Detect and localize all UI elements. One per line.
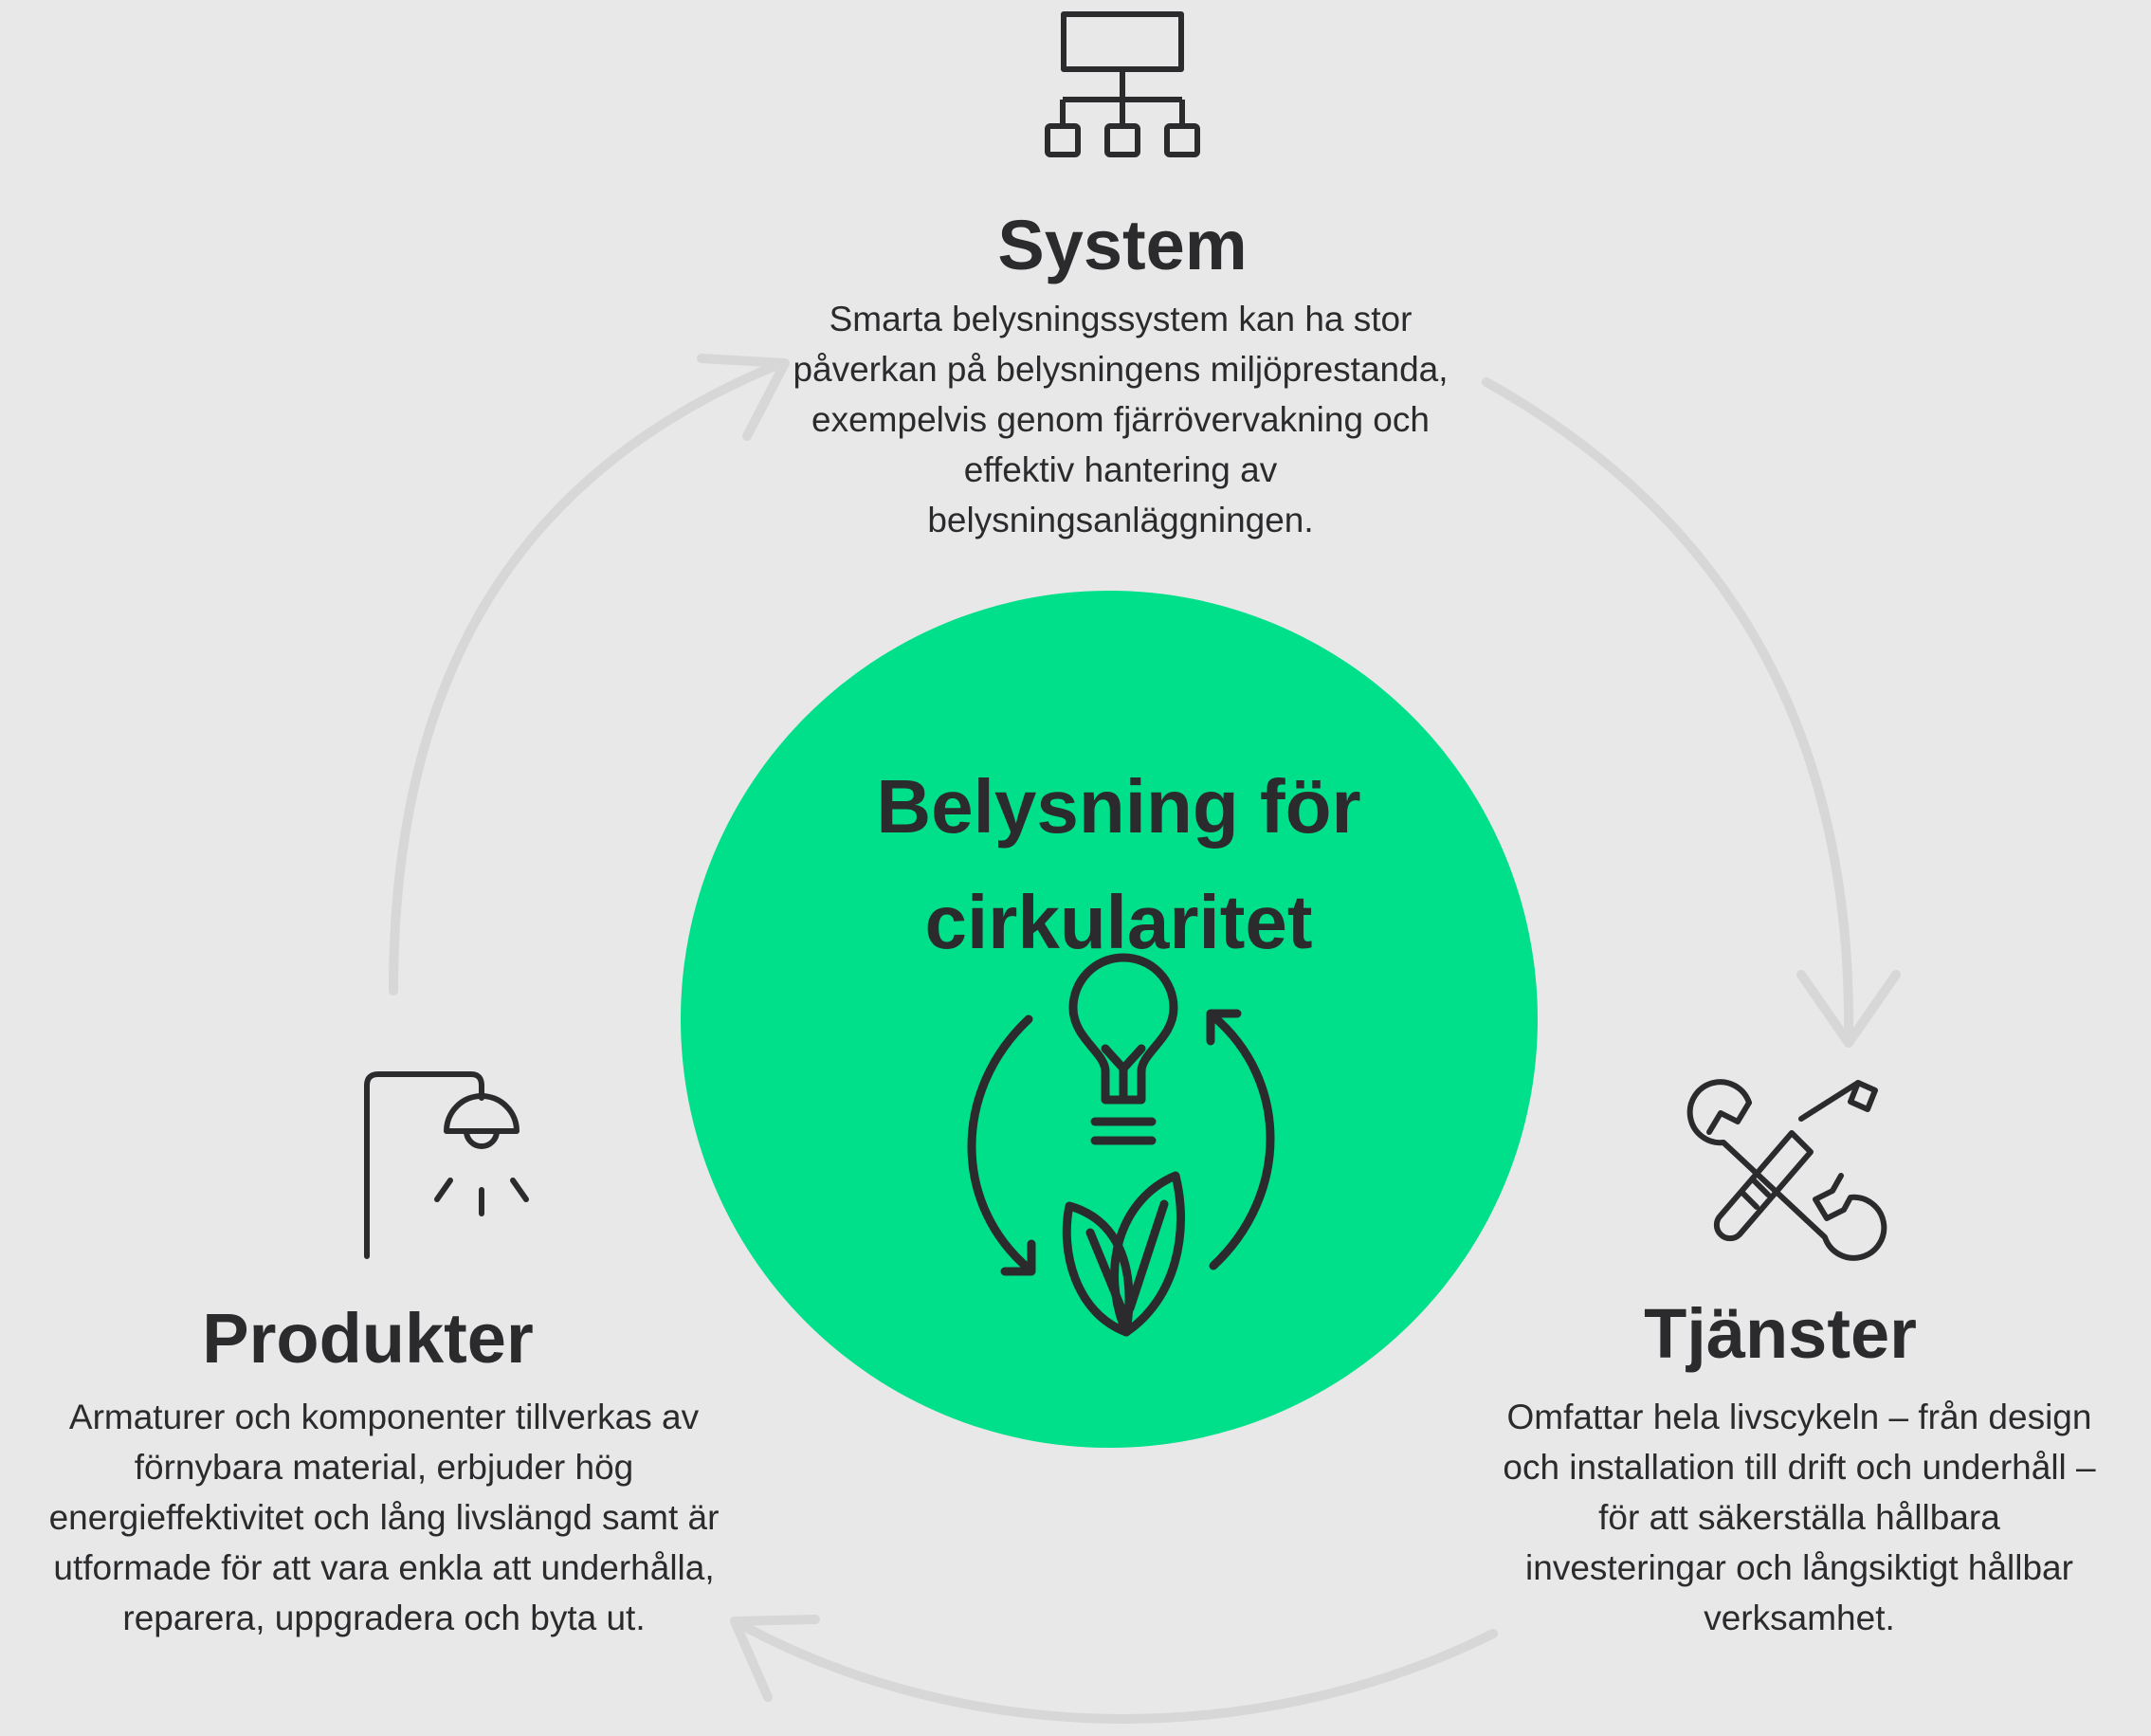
arrow-head-tjanster (1796, 970, 1901, 1048)
arrow-tjanster-to-produkter (730, 1617, 1498, 1724)
center-title: Belysning för cirkularitet (834, 749, 1403, 980)
arrow-head-produkter (730, 1615, 820, 1702)
system-title: System (997, 206, 1248, 284)
arrow-head-system (697, 354, 790, 441)
center-title-line2: cirkularitet (924, 880, 1313, 964)
center-title-line1: Belysning för (876, 764, 1361, 849)
arrow-system-to-tjanster (1482, 377, 1854, 1048)
system-description: Smarta belysningssystem kan ha stor påve… (793, 300, 1449, 539)
arrow-produkter-to-system (389, 360, 782, 996)
tjanster-title: Tjänster (1644, 1294, 1917, 1373)
produkter-title: Produkter (202, 1299, 534, 1378)
produkter-description: Armaturer och komponenter tillverkas av … (48, 1398, 720, 1637)
tjanster-description: Omfattar hela livscykeln – från design o… (1503, 1398, 2096, 1637)
